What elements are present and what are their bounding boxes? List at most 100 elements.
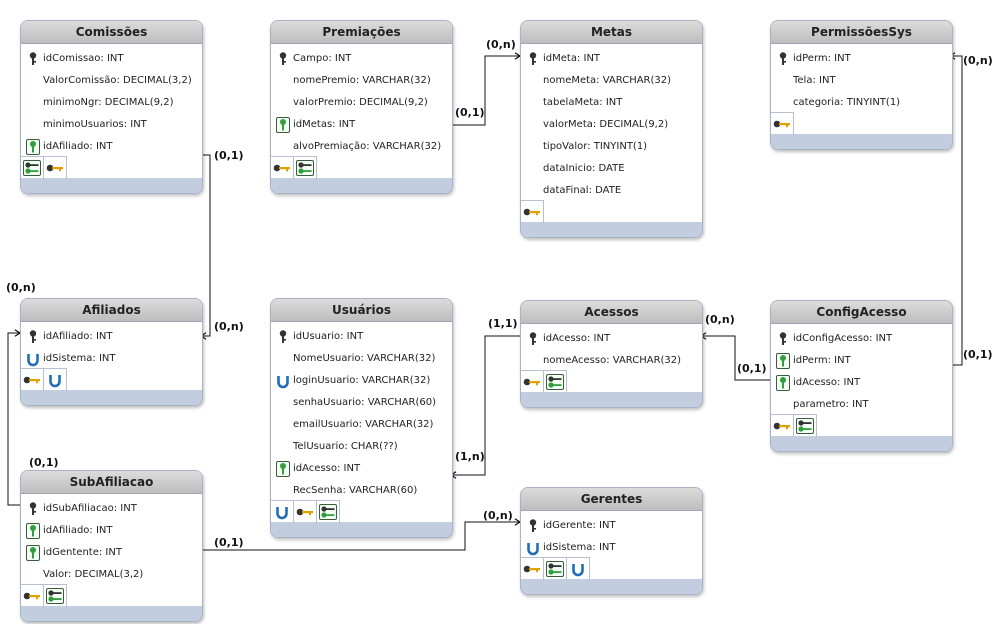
attribute-name: idSubAfiliacao: INT <box>43 503 137 514</box>
attribute-row[interactable]: senhaUsuario: VARCHAR(60) <box>271 392 452 414</box>
index-slot[interactable] <box>271 501 294 523</box>
attribute-row[interactable]: idConfigAcesso: INT <box>771 328 952 350</box>
attribute-row[interactable]: TelUsuario: CHAR(??) <box>271 436 452 458</box>
attribute-name: idAfiliado: INT <box>43 141 113 152</box>
relationship-line[interactable] <box>950 55 963 366</box>
index-slot[interactable] <box>521 371 544 393</box>
index-slot[interactable] <box>771 415 794 437</box>
attribute-row[interactable]: minimoNgr: DECIMAL(9,2) <box>21 92 202 114</box>
attribute-row[interactable]: NomeUsuario: VARCHAR(32) <box>271 348 452 370</box>
index-slot[interactable] <box>44 369 67 391</box>
attribute-row[interactable]: idAcesso: INT <box>771 372 952 394</box>
attribute-row[interactable]: minimoUsuarios: INT <box>21 114 202 136</box>
attribute-row[interactable]: categoria: TINYINT(1) <box>771 92 952 114</box>
attribute-row[interactable]: dataFinal: DATE <box>521 180 702 202</box>
attribute-name: Campo: INT <box>293 53 352 64</box>
relationship-line[interactable] <box>200 154 211 337</box>
attribute-row[interactable]: nomeMeta: VARCHAR(32) <box>521 70 702 92</box>
relationship-line[interactable] <box>7 332 20 506</box>
entity-title: PermissõesSys <box>771 21 952 44</box>
index-slot[interactable] <box>521 558 544 580</box>
index-slot[interactable] <box>544 371 567 393</box>
index-slot[interactable] <box>21 369 44 391</box>
relationship-line[interactable] <box>701 335 770 381</box>
index-slot[interactable] <box>294 157 317 179</box>
attribute-name: Valor: DECIMAL(3,2) <box>43 569 144 580</box>
index-slot[interactable] <box>771 113 794 135</box>
attribute-row[interactable]: Tela: INT <box>771 70 952 92</box>
foreign-key-icon <box>46 588 64 604</box>
index-slot[interactable] <box>271 157 294 179</box>
attribute-row[interactable]: idPerm: INT <box>771 350 952 372</box>
primary-key-icon <box>273 164 290 172</box>
attribute-row[interactable]: idMeta: INT <box>521 48 702 70</box>
index-slot[interactable] <box>567 558 590 580</box>
cardinality-label: (1,1) <box>488 317 518 330</box>
attribute-row[interactable]: idSistema: INT <box>21 348 202 370</box>
attribute-row[interactable]: idAfiliado: INT <box>21 136 202 158</box>
index-slot[interactable] <box>794 415 817 437</box>
index-slot[interactable] <box>521 201 544 223</box>
attribute-row[interactable]: idSubAfiliacao: INT <box>21 498 202 520</box>
index-slot[interactable] <box>294 501 317 523</box>
entity-index-footer <box>771 414 952 451</box>
attribute-row[interactable]: idAcesso: INT <box>521 328 702 350</box>
relationship-line[interactable] <box>200 521 520 551</box>
attribute-name: dataInicio: DATE <box>543 163 625 174</box>
index-slot[interactable] <box>317 501 340 523</box>
attribute-row[interactable]: idSistema: INT <box>521 537 702 559</box>
attribute-row[interactable]: idUsuario: INT <box>271 326 452 348</box>
unique-index-icon <box>276 507 288 520</box>
attribute-row[interactable]: loginUsuario: VARCHAR(32) <box>271 370 452 392</box>
attribute-name: idGentente: INT <box>43 547 122 558</box>
entity-index-footer <box>521 370 702 407</box>
relationship-line[interactable] <box>450 55 520 126</box>
attribute-row[interactable]: valorMeta: DECIMAL(9,2) <box>521 114 702 136</box>
attribute-row[interactable]: tabelaMeta: INT <box>521 92 702 114</box>
attribute-row[interactable]: emailUsuario: VARCHAR(32) <box>271 414 452 436</box>
cardinality-label: (0,1) <box>963 348 993 361</box>
attribute-row[interactable]: RecSenha: VARCHAR(60) <box>271 480 452 502</box>
attribute-row[interactable]: idPerm: INT <box>771 48 952 70</box>
attribute-row[interactable]: idAfiliado: INT <box>21 326 202 348</box>
attribute-row[interactable]: idGentente: INT <box>21 542 202 564</box>
attribute-row[interactable]: valorPremio: DECIMAL(9,2) <box>271 92 452 114</box>
attribute-row[interactable]: nomePremio: VARCHAR(32) <box>271 70 452 92</box>
attribute-row[interactable]: Campo: INT <box>271 48 452 70</box>
attribute-row[interactable]: Valor: DECIMAL(3,2) <box>21 564 202 586</box>
attribute-row[interactable]: parametro: INT <box>771 394 952 416</box>
cardinality-label: (0,n) <box>963 54 993 67</box>
cardinality-label: (0,1) <box>737 362 767 375</box>
attribute-row[interactable]: dataInicio: DATE <box>521 158 702 180</box>
attribute-row[interactable]: idAcesso: INT <box>271 458 452 480</box>
attribute-row[interactable]: nomeAcesso: VARCHAR(32) <box>521 350 702 372</box>
attribute-row[interactable]: idGerente: INT <box>521 515 702 537</box>
index-slot[interactable] <box>44 157 67 179</box>
index-slot[interactable] <box>544 558 567 580</box>
entity-title: Acessos <box>521 301 702 324</box>
attribute-name: valorMeta: DECIMAL(9,2) <box>543 119 669 130</box>
attribute-name: TelUsuario: CHAR(??) <box>293 441 398 452</box>
attribute-row[interactable]: idComissao: INT <box>21 48 202 70</box>
attribute-name: tipoValor: TINYINT(1) <box>543 141 648 152</box>
attribute-row[interactable]: idAfiliado: INT <box>21 520 202 542</box>
relationship-line[interactable] <box>451 335 520 476</box>
attribute-row[interactable]: ValorComissão: DECIMAL(3,2) <box>21 70 202 92</box>
attribute-row[interactable]: idMetas: INT <box>271 114 452 136</box>
cardinality-label: (0,n) <box>705 313 735 326</box>
index-slot[interactable] <box>44 585 67 607</box>
attribute-row[interactable]: alvoPremiação: VARCHAR(32) <box>271 136 452 158</box>
attribute-row[interactable]: tipoValor: TINYINT(1) <box>521 136 702 158</box>
index-slot[interactable] <box>21 585 44 607</box>
index-slot[interactable] <box>21 157 44 179</box>
